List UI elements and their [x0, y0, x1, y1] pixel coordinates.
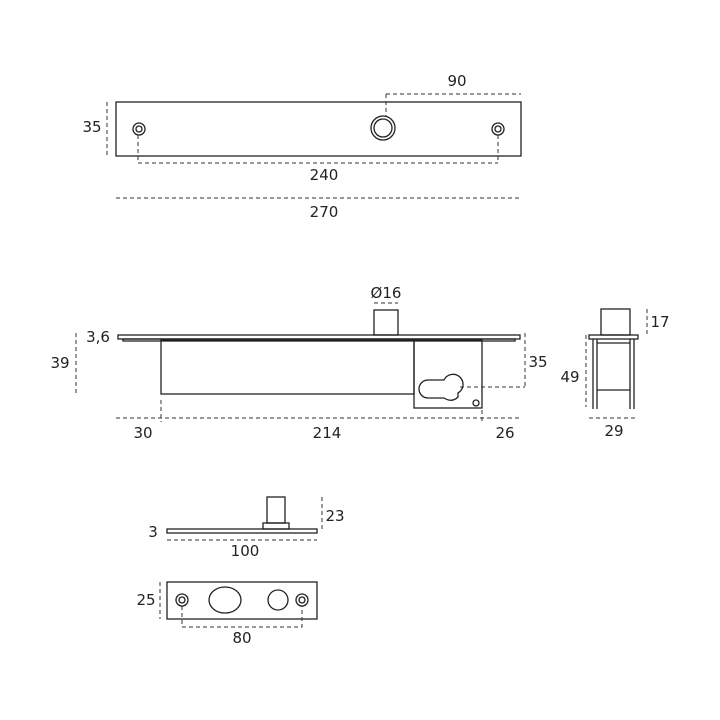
dim-plate-thickness: 3,6 — [86, 328, 110, 346]
strike-pin — [266, 496, 286, 524]
bolt-body — [160, 339, 415, 395]
end-pin — [600, 308, 631, 336]
dim-height: 35 — [82, 118, 101, 136]
end-plate — [588, 334, 639, 340]
strike-plan-view: 25 80 — [136, 581, 318, 647]
dim-right-offset: 26 — [495, 424, 514, 442]
end-view: 17 49 29 — [560, 308, 670, 440]
pin-hole — [370, 115, 396, 141]
strike-side-view: 3 23 100 — [148, 496, 345, 560]
dim-strike-thickness: 3 — [148, 523, 158, 541]
strike-oval-hole — [208, 586, 242, 614]
strike-plate — [166, 581, 318, 620]
small-hole — [472, 399, 480, 407]
dim-pin-diameter: Ø16 — [371, 284, 402, 302]
dim-length: 270 — [310, 203, 339, 221]
dim-body-length: 214 — [313, 424, 342, 442]
end-body — [592, 339, 635, 409]
strike-screw-hole-right — [295, 593, 309, 607]
screw-hole-left — [132, 122, 146, 136]
screw-hole-right — [491, 122, 505, 136]
dim-end-width: 29 — [604, 422, 623, 440]
dim-line-axis-height — [460, 333, 526, 388]
dim-line-lengths — [116, 400, 520, 422]
keyhole — [418, 373, 464, 401]
dim-left-offset: 30 — [133, 424, 152, 442]
dim-pin-height: 17 — [650, 313, 669, 331]
dim-end-height: 49 — [560, 368, 579, 386]
bolt-pin — [373, 309, 399, 336]
top-view: 35 90 240 270 — [82, 72, 522, 221]
dim-strike-width: 25 — [136, 591, 155, 609]
dim-offset: 90 — [447, 72, 466, 90]
dim-line-strike-hole-spacing — [181, 606, 303, 628]
strike-pin-base — [262, 522, 290, 530]
dim-line-hole-spacing — [137, 135, 499, 164]
faceplate-outline — [115, 101, 522, 157]
cylinder-housing — [413, 339, 483, 409]
dim-hole-spacing: 240 — [310, 166, 339, 184]
dim-axis-height: 35 — [528, 353, 547, 371]
dim-strike-length: 100 — [231, 542, 260, 560]
dim-strike-height: 23 — [325, 507, 344, 525]
strike-plate-edge — [166, 528, 318, 534]
dim-line-offset — [385, 93, 521, 116]
dim-total-height: 39 — [50, 354, 69, 372]
side-view: Ø16 3,6 39 35 30 214 26 — [50, 284, 547, 442]
faceplate-lip — [122, 338, 516, 342]
dim-strike-hole-spacing: 80 — [232, 629, 251, 647]
strike-round-hole — [267, 589, 289, 611]
strike-screw-hole-left — [175, 593, 189, 607]
